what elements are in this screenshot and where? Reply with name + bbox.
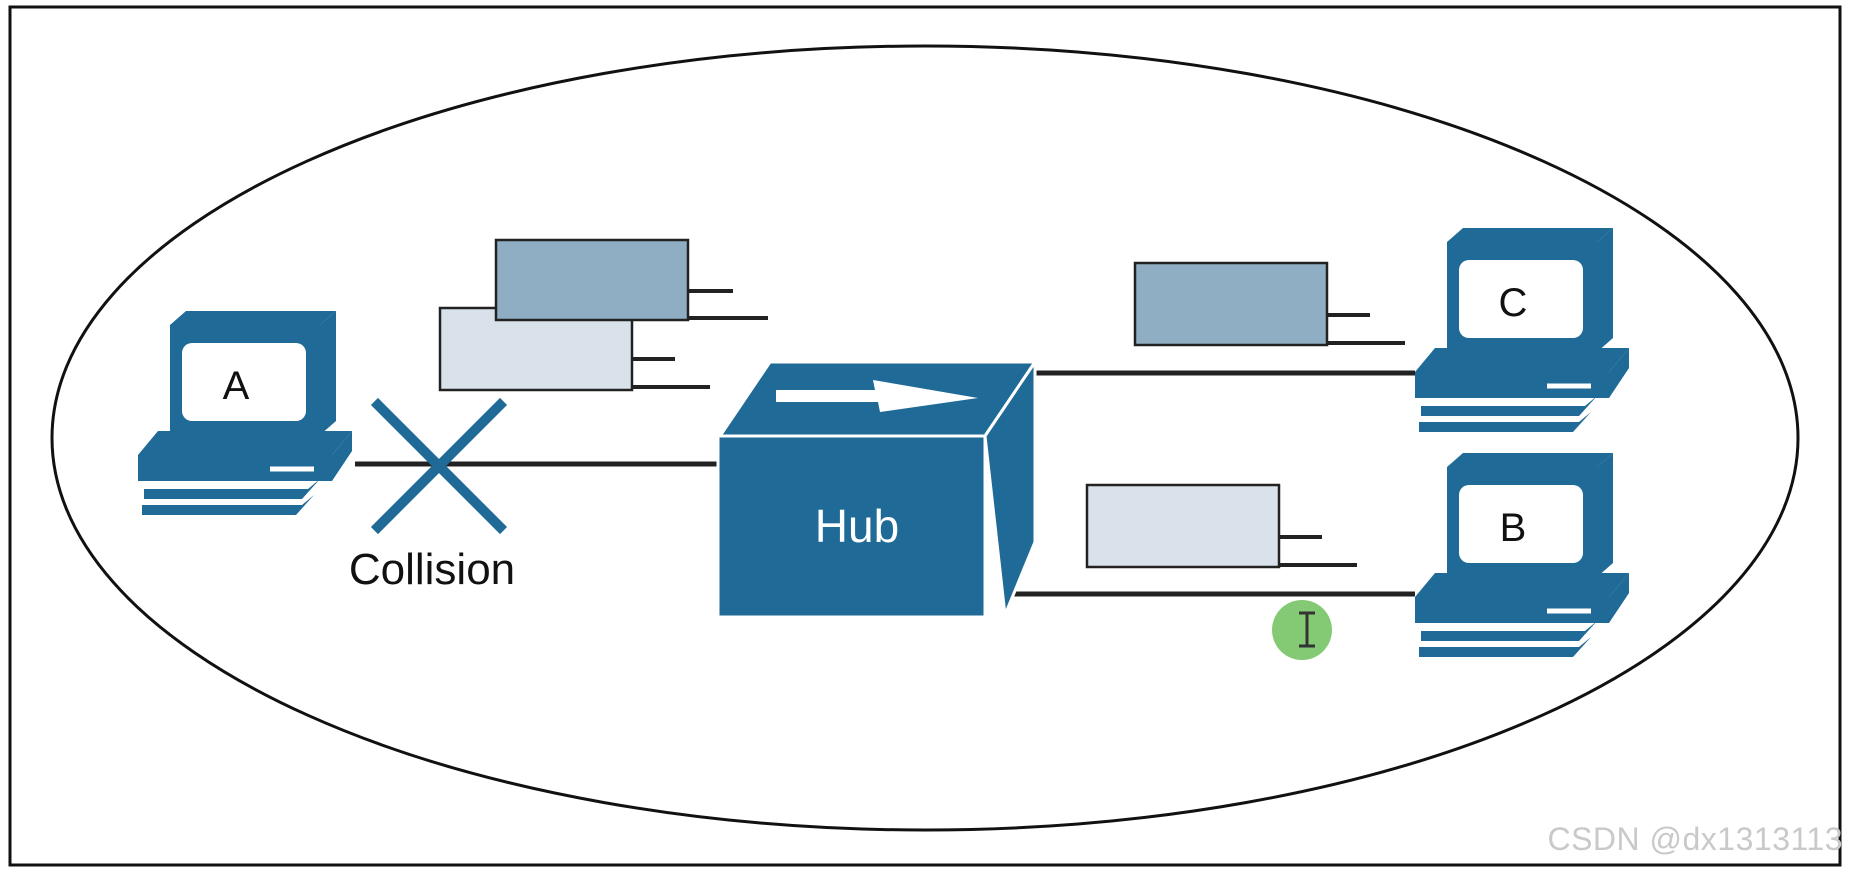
outer-border: [8, 5, 1842, 867]
collision-domain-ellipse: [50, 44, 1800, 832]
hub-label: Hub: [815, 500, 899, 552]
frame-dark-c: [1133, 261, 1405, 347]
frame-light-b: [1085, 483, 1357, 569]
computer-b-label: B: [1500, 506, 1527, 550]
computer-a: A: [138, 311, 352, 515]
csdn-watermark: CSDN @dx1313113: [1547, 821, 1843, 857]
frame-light-a: [438, 306, 710, 392]
frame-dark-a: [494, 238, 768, 322]
collision-label: Collision: [349, 545, 515, 594]
computer-c-label: C: [1499, 281, 1528, 325]
computer-b: B: [1415, 453, 1629, 657]
collision-x-icon: [370, 397, 508, 535]
computer-a-label: A: [223, 364, 250, 408]
computer-c: C: [1415, 228, 1629, 432]
hub-device: Hub: [716, 357, 1038, 619]
text-cursor-icon: [1272, 600, 1332, 660]
hub-arrow-icon: [776, 380, 978, 412]
